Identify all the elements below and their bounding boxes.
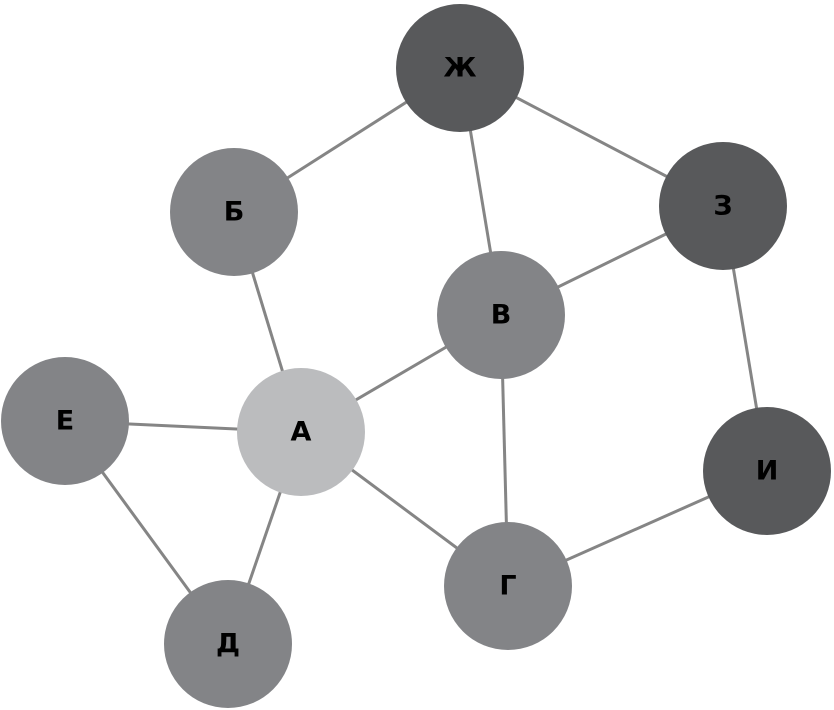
node-label: В	[491, 300, 512, 331]
node-label: Ж	[443, 53, 476, 84]
node-zh: Ж	[396, 4, 524, 132]
node-v: В	[437, 251, 565, 379]
node-g: Г	[444, 522, 572, 650]
node-label: И	[756, 456, 779, 487]
node-i: И	[703, 407, 831, 535]
node-label: Е	[56, 406, 74, 437]
node-circle	[396, 4, 524, 132]
node-b: Б	[170, 148, 298, 276]
node-circle	[659, 142, 787, 270]
node-label: А	[291, 417, 312, 448]
node-circle	[444, 522, 572, 650]
node-circle	[170, 148, 298, 276]
nodes-layer: Ж З И Б В Е А Г Д	[1, 4, 831, 708]
node-circle	[164, 580, 292, 708]
node-label: Г	[499, 571, 516, 602]
node-a: А	[237, 368, 365, 496]
edges-layer	[63, 66, 769, 645]
node-circle	[237, 368, 365, 496]
node-z: З	[659, 142, 787, 270]
node-label: Б	[224, 197, 245, 228]
node-e: Е	[1, 357, 129, 485]
node-circle	[437, 251, 565, 379]
node-circle	[1, 357, 129, 485]
node-d: Д	[164, 580, 292, 708]
node-label: З	[713, 191, 732, 222]
node-circle	[703, 407, 831, 535]
node-label: Д	[216, 629, 240, 660]
